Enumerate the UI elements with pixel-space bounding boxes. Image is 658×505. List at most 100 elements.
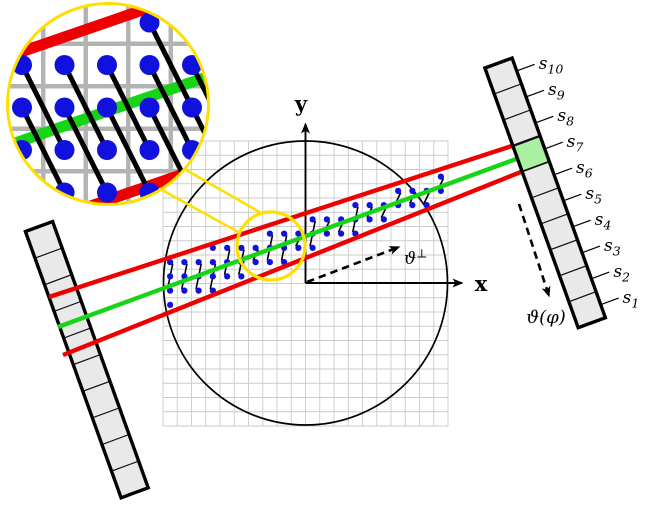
- sample-dot: [195, 287, 202, 294]
- inset-pair-segment: [189, 106, 208, 194]
- sample-dot: [395, 187, 402, 194]
- inset-pair-segment: [104, 63, 152, 152]
- sample-dot: [266, 230, 273, 237]
- inset-sample-dot: [139, 97, 160, 118]
- inset-sample-dot: [97, 140, 117, 160]
- inset-pair-segment: [62, 106, 110, 194]
- detector-label-leader: [573, 219, 591, 227]
- theta-phi-arrow: [517, 203, 551, 298]
- detector-label-leader: [592, 271, 610, 279]
- detector-label: s4: [595, 210, 612, 233]
- inset-sample-dot: [54, 55, 75, 75]
- sample-dot: [195, 259, 202, 266]
- inset-pair-segment: [19, 106, 67, 194]
- inset-pair-segment: [104, 106, 152, 194]
- sample-dot: [252, 244, 259, 251]
- sample-dot: [409, 202, 416, 209]
- detector-label: s3: [604, 236, 621, 259]
- inset-pair-segment: [147, 63, 195, 152]
- sample-dot: [380, 216, 387, 223]
- detector-label: s5: [585, 184, 602, 207]
- magnifier-circle-small: [235, 210, 307, 282]
- sample-dot: [224, 273, 231, 280]
- sample-dot: [266, 259, 273, 266]
- sample-dot: [167, 301, 174, 308]
- inset-sample-dot: [97, 97, 117, 118]
- inset-sample-dot: [182, 182, 202, 203]
- left-detector: [23, 219, 151, 500]
- inset-sample-dot: [139, 12, 160, 33]
- magnifier-connector-line: [161, 188, 241, 235]
- sample-dot: [309, 216, 316, 223]
- sample-dot-pairs: [166, 173, 445, 308]
- magnifier-connector-line: [185, 168, 264, 216]
- sample-dot: [181, 287, 188, 294]
- detector-label-leader: [545, 141, 563, 150]
- inset-pair-segment: [189, 63, 208, 152]
- sample-dot: [295, 244, 302, 251]
- ray-green-center: [57, 156, 519, 330]
- inset-ray-red-top: [8, 4, 208, 68]
- inset-sample-dot: [139, 140, 160, 160]
- sample-dot: [209, 273, 216, 280]
- detector-label: s6: [576, 158, 593, 181]
- sample-dot: [167, 273, 174, 280]
- inset-circle-ring: [6, 2, 210, 206]
- detector-label-leader: [564, 193, 582, 202]
- detector-label-leader: [536, 115, 554, 124]
- ray-red-bottom: [62, 169, 523, 358]
- detector-outline: [482, 55, 608, 330]
- theta-perp-label: ϑ⊥: [404, 247, 427, 270]
- inset-sample-dot: [12, 182, 32, 203]
- inset-sample-dot: [12, 97, 32, 118]
- x-axis-label: x: [475, 271, 488, 296]
- theta-phi-label: ϑ(φ): [526, 307, 566, 328]
- inset-pair-segment: [62, 63, 110, 152]
- detector-label: s2: [613, 262, 630, 285]
- sample-dot: [366, 202, 373, 209]
- detector-label: s7: [567, 132, 584, 155]
- magnifier-callout: [161, 168, 307, 282]
- detector-outline: [23, 219, 151, 500]
- sample-dot: [238, 244, 245, 251]
- sample-dot: [323, 216, 330, 223]
- sample-dot: [209, 259, 216, 266]
- sample-dot: [323, 230, 330, 237]
- inset-pair-segment: [19, 63, 67, 152]
- y-axis-label: y: [294, 91, 308, 116]
- sample-dot: [437, 173, 444, 180]
- sample-dot: [281, 230, 288, 237]
- theta-phi-arrow-group: ϑ(φ): [517, 203, 566, 328]
- detector-label-leader: [526, 89, 545, 98]
- inset-sample-dot: [97, 55, 117, 75]
- theta-perp-arrow: [306, 245, 401, 284]
- detector-label-leader: [601, 297, 619, 305]
- ray-red-top: [48, 143, 514, 300]
- sample-pair-segment: [423, 192, 430, 204]
- inset-zoom-circle: [6, 2, 210, 206]
- inset-sample-dot: [54, 140, 75, 160]
- sample-dot: [366, 216, 373, 223]
- sample-dot: [238, 273, 245, 280]
- ray-band: [48, 143, 523, 358]
- sample-dot: [295, 230, 302, 237]
- sample-dot: [352, 202, 359, 209]
- detector-label: s10: [539, 54, 564, 77]
- sample-dot: [309, 244, 316, 251]
- detector-label: s8: [557, 106, 574, 129]
- sample-dot: [224, 244, 231, 251]
- sample-dot: [167, 259, 174, 266]
- sample-dot: [409, 187, 416, 194]
- sample-dot: [252, 259, 259, 266]
- detector-label-leader: [582, 245, 601, 253]
- detector-label: s9: [548, 80, 565, 103]
- sample-dot: [338, 230, 345, 237]
- sample-dot: [181, 259, 188, 266]
- detector-label-leader: [554, 167, 573, 176]
- inset-sample-dot: [139, 55, 160, 75]
- right-detector: s10 s9 s8 s7 s6 s5 s4 s3 s2 s1: [482, 54, 640, 330]
- detector-label-leader: [517, 63, 535, 72]
- detector-label: s1: [623, 288, 640, 311]
